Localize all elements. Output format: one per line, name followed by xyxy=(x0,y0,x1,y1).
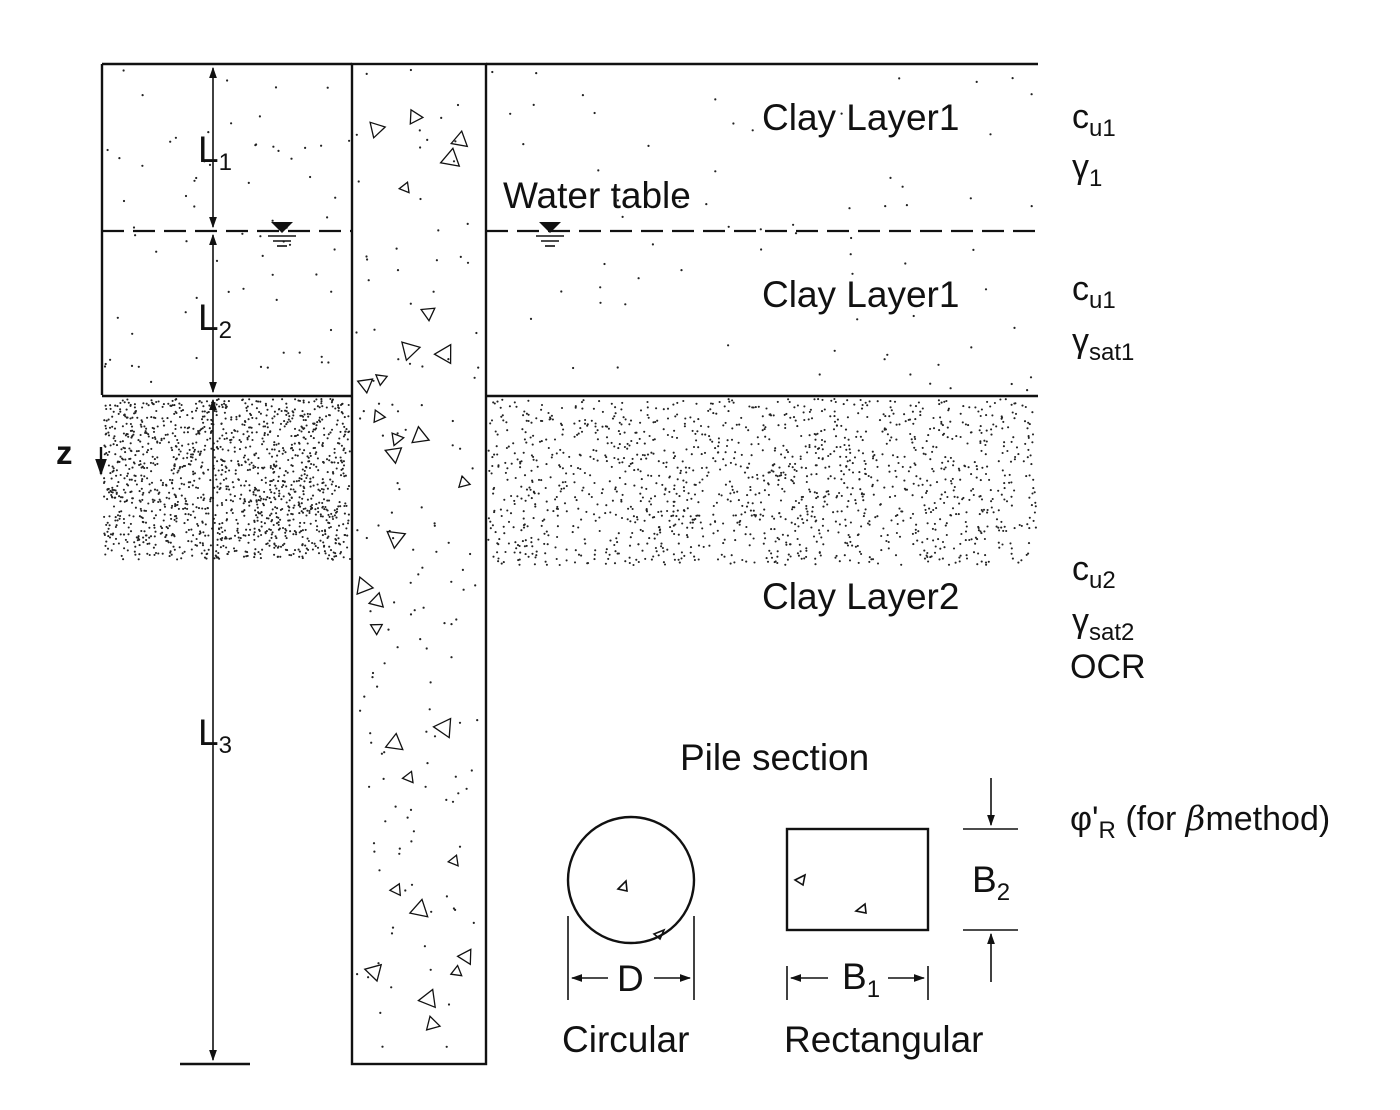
l3-label: L3 xyxy=(198,712,232,759)
rectangular-label: Rectangular xyxy=(784,1019,984,1060)
diameter-label: D xyxy=(617,958,644,999)
b1-label: B1 xyxy=(842,956,880,1003)
water-table-symbol-right xyxy=(536,222,564,247)
layer-1-name: Clay Layer1 xyxy=(762,97,959,138)
rectangular-pile-outline xyxy=(785,827,930,932)
layer-3-name: Clay Layer2 xyxy=(762,576,959,617)
sand-band-texture xyxy=(102,397,1037,567)
circular-section: D Circular xyxy=(562,815,696,1060)
rectangular-section: B1 B2 Rectangular xyxy=(784,778,1018,1060)
layer-2-gamma: γsat1 xyxy=(1072,322,1134,366)
layer-3-gamma: γsat2 xyxy=(1072,602,1134,646)
layer-3-cu: cu2 xyxy=(1072,550,1116,594)
pile-concrete-texture xyxy=(355,68,480,1048)
soil-profile xyxy=(100,62,1038,398)
layer-1-params: cu1 γ1 xyxy=(1072,98,1116,192)
pile xyxy=(350,62,488,1066)
layer-1-gamma: γ1 xyxy=(1072,148,1102,192)
pile-section-title: Pile section xyxy=(680,737,869,778)
b2-label: B2 xyxy=(972,859,1010,906)
l2-label: L2 xyxy=(198,297,232,344)
water-table-symbol-left xyxy=(268,222,296,247)
water-table-label: Water table xyxy=(503,175,691,216)
clay-layer1-texture xyxy=(103,69,1033,392)
l1-label: L1 xyxy=(198,129,232,176)
layer-3-params: cu2 γsat2 OCR xyxy=(1070,550,1146,686)
layer-3-ocr: OCR xyxy=(1070,648,1146,686)
circular-pile-outline xyxy=(566,815,696,945)
friction-angle-note: φ'R (for βmethod) xyxy=(1070,799,1330,844)
z-axis-label: z xyxy=(56,434,73,471)
layer-2-name: Clay Layer1 xyxy=(762,274,959,315)
circular-label: Circular xyxy=(562,1019,689,1060)
layer-1-cu: cu1 xyxy=(1072,98,1116,142)
layer-2-params: cu1 γsat1 xyxy=(1072,270,1134,366)
layer-2-cu: cu1 xyxy=(1072,270,1116,314)
